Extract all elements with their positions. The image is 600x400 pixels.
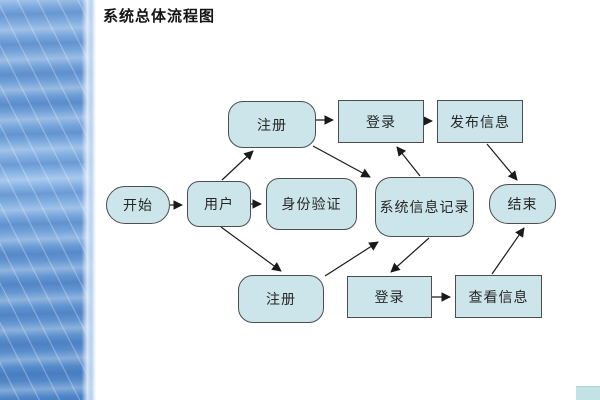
- flow-node-publish-info-label: 发布信息: [450, 115, 510, 131]
- flow-node-identity-verify: 身份验证: [266, 178, 357, 230]
- edge-system-record-login-top: [396, 146, 421, 177]
- flow-node-end-label: 结束: [507, 198, 538, 213]
- flow-node-login-bottom: 登录: [347, 276, 432, 318]
- flow-node-start-label: 开始: [123, 199, 153, 214]
- flow-node-register-top: 注册: [228, 101, 316, 148]
- flow-node-user: 用户: [187, 181, 251, 227]
- edge-publish-info-end: [486, 143, 518, 181]
- flow-node-login-top: 登录: [338, 100, 424, 143]
- edge-view-info-end: [491, 227, 525, 275]
- flow-node-publish-info: 发布信息: [437, 100, 523, 143]
- edge-user-register-top: [221, 150, 254, 181]
- flow-node-register-top-label: 注册: [257, 118, 287, 134]
- flow-node-register-bottom: 注册: [238, 275, 324, 323]
- flow-node-view-info-label: 查看信息: [468, 290, 529, 306]
- slide-title: 系统总体流程图: [103, 8, 216, 25]
- edge-register-bottom-system-record: [324, 241, 379, 277]
- flow-node-login-top-label: 登录: [366, 115, 396, 131]
- flow-node-start: 开始: [106, 186, 170, 224]
- flow-node-system-record: 系统信息记录: [375, 177, 474, 237]
- edge-user-register-bottom: [220, 226, 282, 272]
- flow-node-user-label: 用户: [204, 198, 234, 213]
- edge-register-top-system-record: [312, 145, 371, 178]
- flow-node-end: 结束: [489, 184, 556, 224]
- flow-node-view-info: 查看信息: [455, 275, 542, 318]
- page-number-marker: [576, 386, 600, 400]
- flow-node-identity-verify-label: 身份验证: [281, 198, 342, 213]
- flow-node-login-bottom-label: 登录: [374, 291, 405, 306]
- flow-node-system-record-label: 系统信息记录: [379, 201, 470, 216]
- flow-node-register-bottom-label: 注册: [266, 293, 296, 308]
- edge-system-record-login-bottom: [390, 237, 430, 273]
- slide-sidebar-artwork: [0, 0, 97, 400]
